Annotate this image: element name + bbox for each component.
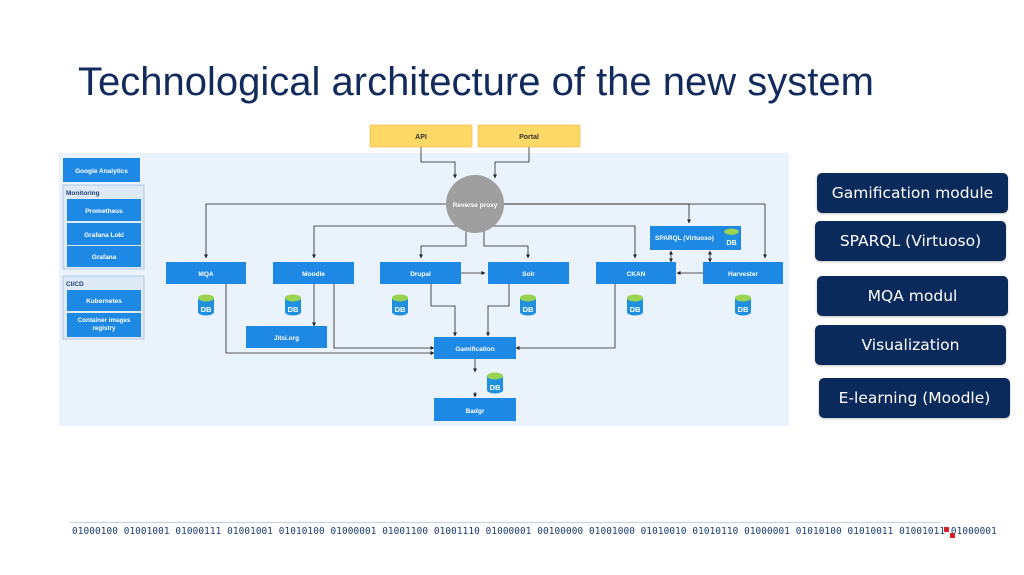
kubernetes-label: Kubernetes — [86, 298, 122, 305]
google-analytics-box: Google Analytics — [63, 158, 140, 182]
db-label: DB — [523, 305, 534, 314]
gamification-label: Gamification — [455, 346, 494, 353]
db-label: DB — [490, 383, 501, 392]
sparql-virtuoso-button[interactable]: SPARQL (Virtuoso) — [815, 221, 1006, 261]
solr-label: Solr — [522, 271, 535, 278]
db-icon: DB — [487, 372, 503, 394]
db-label: DB — [201, 305, 212, 314]
service-mqa: MQA — [166, 262, 246, 284]
grafana-loki-label: Grafana Loki — [84, 232, 124, 239]
badgr-label: Badgr — [466, 408, 485, 415]
jitsi-box: Jitsi.org — [246, 326, 327, 348]
ckan-label: CKAN — [627, 271, 646, 278]
footer-divider — [70, 522, 940, 523]
sparql-label: SPARQL (Virtuoso) — [655, 235, 714, 242]
reverse-proxy-node: Reverse proxy — [446, 175, 504, 233]
reverse-proxy-label: Reverse proxy — [453, 202, 498, 209]
db-icon: DB — [735, 294, 751, 316]
sparql-box: SPARQL (Virtuoso) DB — [650, 226, 741, 250]
moodle-label: Moodle — [302, 271, 325, 278]
service-harvester: Harvester — [703, 262, 783, 284]
cicd-group: CI/CD Kubernetes Container images regist… — [62, 275, 145, 340]
visualization-button[interactable]: Visualization — [815, 325, 1006, 365]
mqa-modul-button[interactable]: MQA modul — [817, 276, 1008, 316]
db-icon: DB — [392, 294, 408, 316]
service-solr: Solr — [488, 262, 569, 284]
db-label: DB — [738, 305, 749, 314]
jitsi-label: Jitsi.org — [274, 335, 299, 342]
e-learning-moodle-button[interactable]: E-learning (Moodle) — [819, 378, 1010, 418]
db-label: DB — [630, 305, 641, 314]
monitoring-label: Monitoring — [66, 190, 100, 197]
drupal-label: Drupal — [410, 271, 431, 278]
db-label: DB — [726, 240, 736, 247]
db-label: DB — [395, 305, 406, 314]
prometheus-label: Prometheus — [85, 208, 123, 215]
db-label: DB — [288, 305, 299, 314]
service-ckan: CKAN — [596, 262, 676, 284]
footer-binary-text: 01000100 01001001 01000111 01001001 0101… — [72, 526, 997, 537]
badgr-box: Badgr — [434, 398, 516, 421]
grafana-label: Grafana — [92, 254, 117, 261]
portal-label: Portal — [519, 134, 539, 141]
api-label: API — [415, 134, 427, 141]
service-drupal: Drupal — [380, 262, 461, 284]
container-registry-label: Container images registry — [77, 317, 131, 332]
cicd-label: CI/CD — [66, 281, 84, 288]
slide-title: Technological architecture of the new sy… — [78, 60, 874, 104]
logo-icon — [944, 527, 956, 539]
db-icon: DB — [198, 294, 214, 316]
mqa-label: MQA — [198, 271, 213, 278]
portal-box: Portal — [477, 124, 581, 148]
diagram-panel — [59, 153, 789, 426]
connectors — [204, 147, 767, 398]
monitoring-group: Monitoring Prometheus Grafana Loki Grafa… — [62, 184, 145, 270]
gamification-box: Gamification — [434, 337, 516, 359]
db-icon: DB — [520, 294, 536, 316]
api-box: API — [369, 124, 473, 148]
service-moodle: Moodle — [273, 262, 354, 284]
google-analytics-label: Google Analytics — [75, 168, 128, 175]
harvester-label: Harvester — [728, 271, 758, 278]
gamification-module-button[interactable]: Gamification module — [817, 173, 1008, 213]
db-icon: DB — [627, 294, 643, 316]
db-icon: DB — [285, 294, 301, 316]
